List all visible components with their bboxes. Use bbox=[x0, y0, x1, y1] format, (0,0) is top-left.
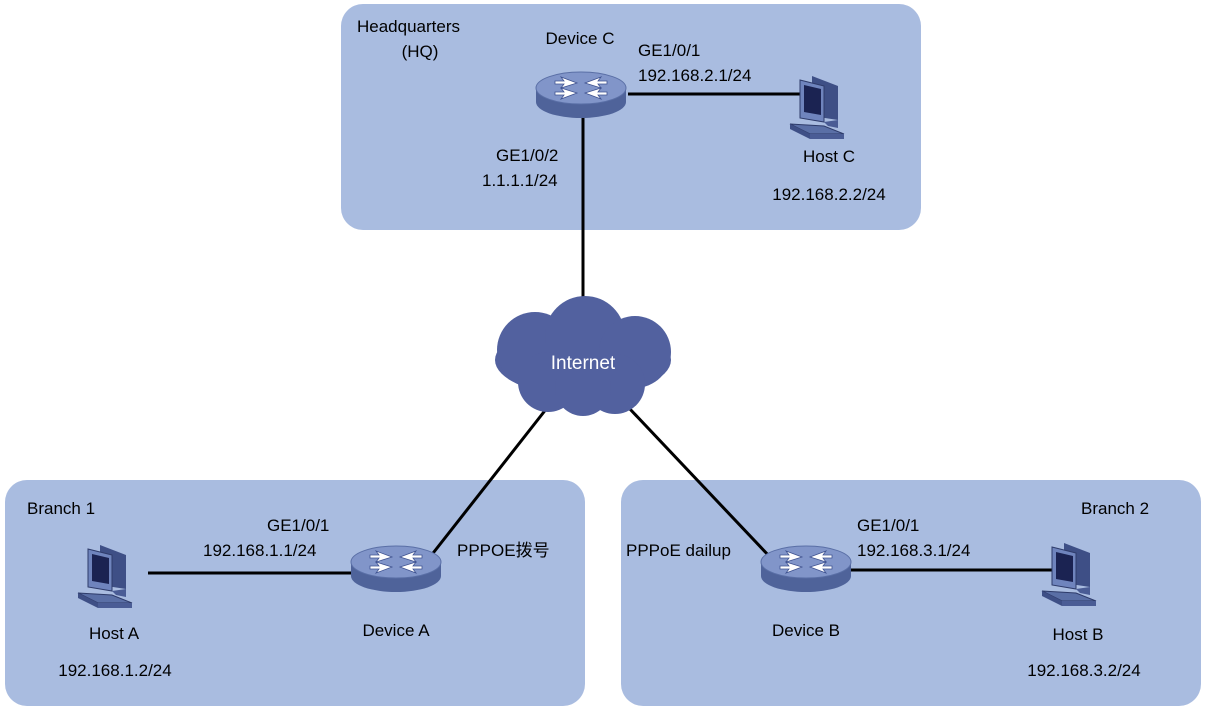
device-b-lan-port: GE1/0/1 bbox=[857, 516, 919, 535]
device-b-router-icon bbox=[760, 545, 852, 593]
device-c-name: Device C bbox=[546, 29, 615, 48]
device-c-lan-ip: 192.168.2.1/24 bbox=[638, 66, 751, 85]
branch2-title: Branch 2 bbox=[1081, 499, 1149, 518]
device-b-name: Device B bbox=[772, 621, 840, 640]
device-c-router-icon bbox=[535, 71, 627, 119]
device-a-name: Device A bbox=[362, 621, 430, 640]
device-c-wan-ip: 1.1.1.1/24 bbox=[482, 171, 558, 190]
link-internet-deviceb bbox=[627, 406, 772, 559]
device-c-wan-port: GE1/0/2 bbox=[496, 146, 558, 165]
hq-title-line1: Headquarters bbox=[357, 17, 460, 36]
host-a-name: Host A bbox=[89, 624, 140, 643]
device-a-lan-ip: 192.168.1.1/24 bbox=[203, 541, 316, 560]
zone-hq bbox=[341, 4, 921, 230]
device-c-lan-port: GE1/0/1 bbox=[638, 41, 700, 60]
branch1-title: Branch 1 bbox=[27, 499, 95, 518]
host-c-name: Host C bbox=[803, 147, 855, 166]
device-b-lan-ip: 192.168.3.1/24 bbox=[857, 541, 970, 560]
device-b-dialup-label: PPPoE dailup bbox=[626, 541, 731, 560]
host-a-ip: 192.168.1.2/24 bbox=[58, 661, 171, 680]
internet-cloud-icon bbox=[495, 296, 671, 416]
host-b-ip: 192.168.3.2/24 bbox=[1027, 661, 1140, 680]
host-c-ip: 192.168.2.2/24 bbox=[772, 185, 885, 204]
zone-branch2 bbox=[621, 480, 1201, 706]
host-b-name: Host B bbox=[1052, 625, 1103, 644]
link-internet-devicea bbox=[428, 407, 549, 558]
internet-label: Internet bbox=[551, 353, 616, 374]
device-a-lan-port: GE1/0/1 bbox=[267, 516, 329, 535]
hq-title-line2: (HQ) bbox=[402, 42, 439, 61]
zone-branch1 bbox=[5, 480, 585, 706]
device-a-dialup-label: PPPOE拨号 bbox=[457, 541, 550, 560]
device-a-router-icon bbox=[350, 545, 442, 593]
